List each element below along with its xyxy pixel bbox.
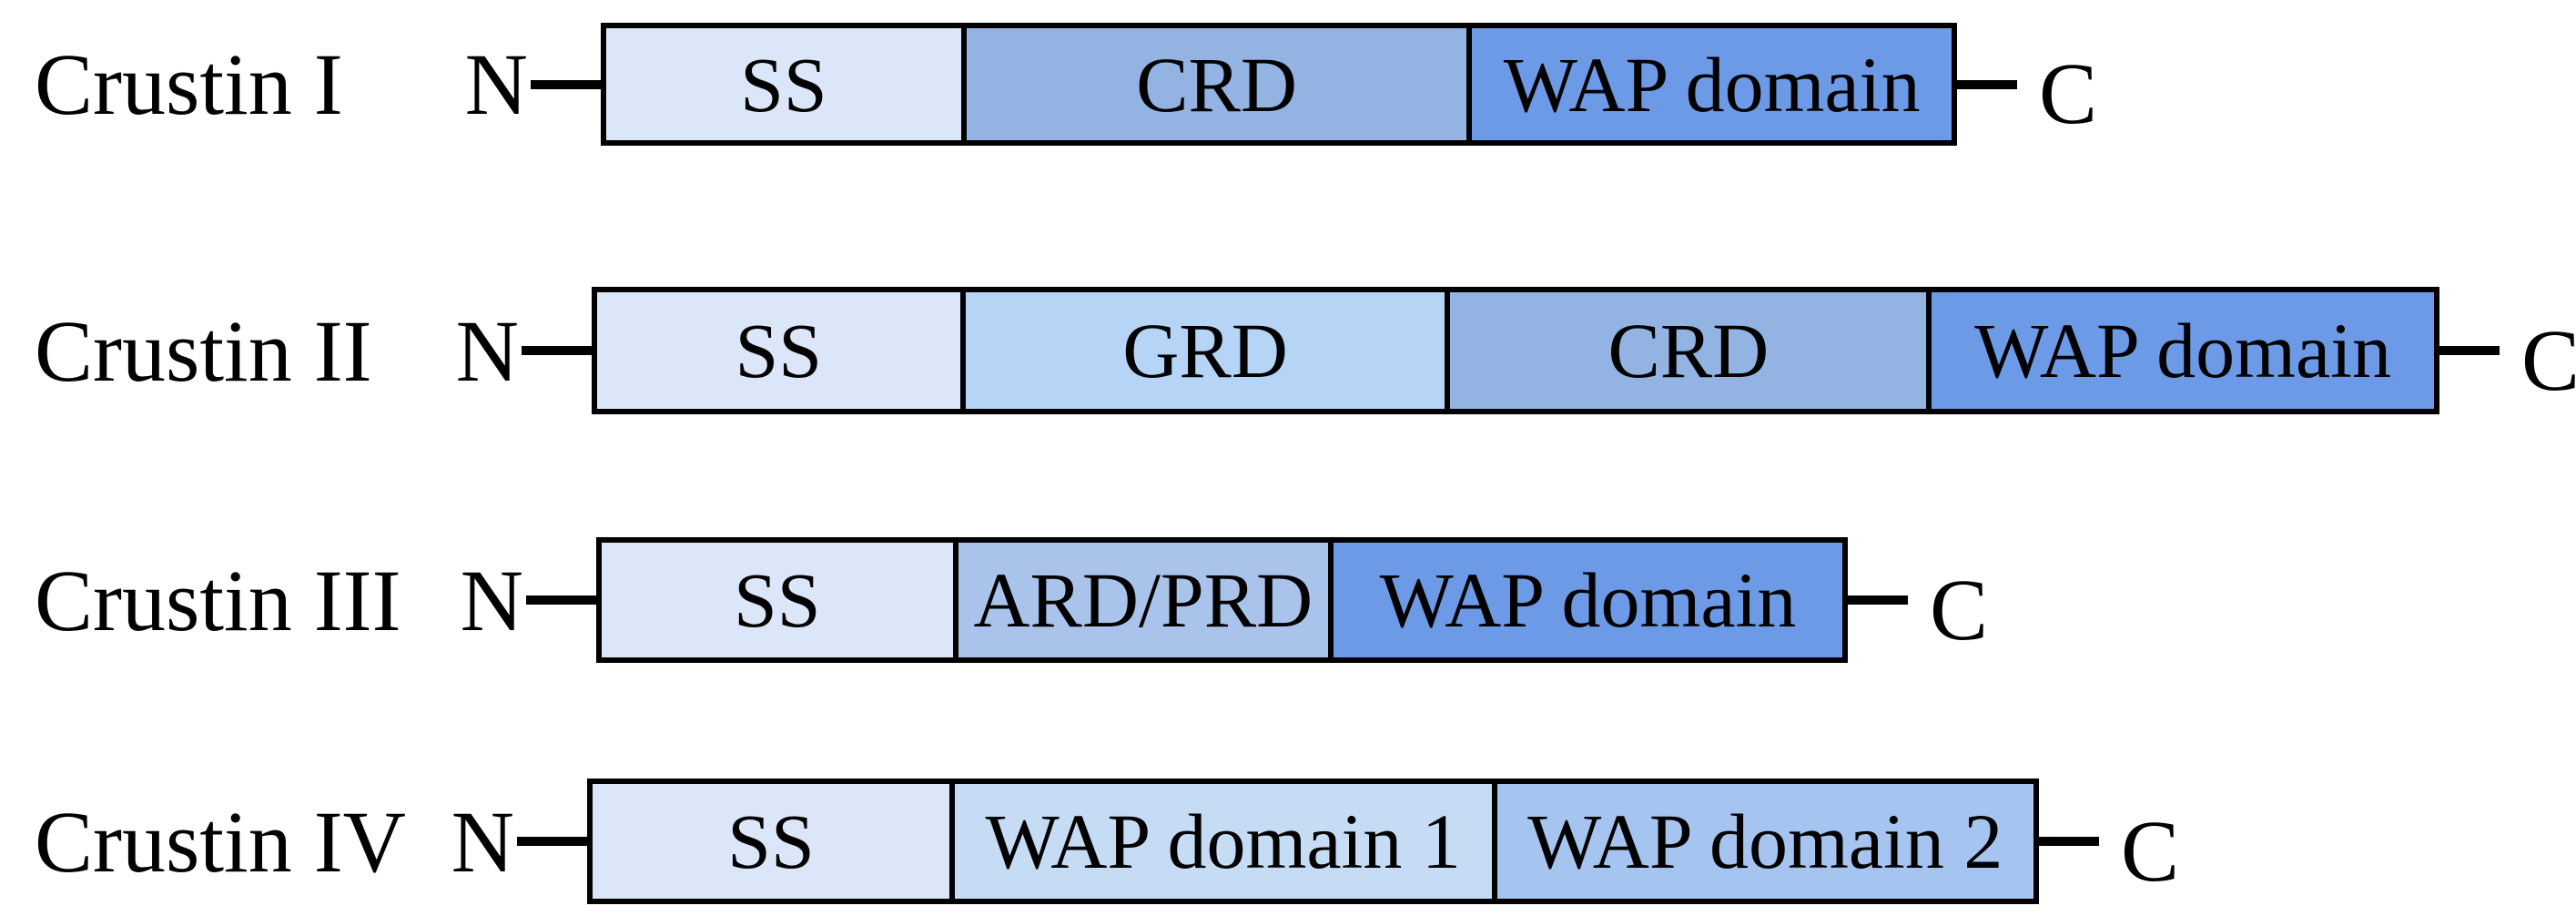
n-terminus-connector <box>517 837 593 846</box>
domain-bar: SS GRD CRD WAP domain <box>592 287 2439 414</box>
c-terminus-label: C <box>2521 310 2576 409</box>
domain-segment: WAP domain <box>1466 28 1952 140</box>
n-terminus-connector <box>526 595 602 605</box>
domain-segment: WAP domain <box>1327 543 1842 657</box>
domain-label: GRD <box>1122 307 1288 394</box>
protein-name-label: Crustin III <box>35 551 401 649</box>
domain-label: SS <box>735 307 823 394</box>
domain-segment: WAP domain <box>1926 292 2434 409</box>
domain-bar: SS CRD WAP domain <box>601 23 1957 146</box>
domain-segment: SS <box>597 292 960 409</box>
domain-label: WAP domain 1 <box>985 798 1461 885</box>
protein-name-label: Crustin I <box>35 36 343 133</box>
n-terminus-connector <box>531 79 606 89</box>
domain-label: CRD <box>1607 307 1770 394</box>
domain-segment: WAP domain 2 <box>1491 784 2033 899</box>
domain-label: SS <box>733 556 821 644</box>
n-terminus-label: N <box>464 36 528 133</box>
domain-segment: SS <box>602 543 953 657</box>
domain-label: SS <box>727 798 815 885</box>
c-terminus-label: C <box>1930 560 1989 658</box>
domain-label: WAP domain <box>1503 40 1921 128</box>
domain-segment: WAP domain 1 <box>949 784 1492 899</box>
crustin-row: Crustin IV N SS WAP domain 1 WAP domain 2 C <box>0 779 2576 904</box>
domain-segment: SS <box>593 784 949 899</box>
crustin-row: Crustin III N SS ARD/PRD WAP domain C <box>0 537 2576 663</box>
c-terminus-label: C <box>2039 45 2098 142</box>
c-terminus-connector <box>1953 79 2017 89</box>
crustin-row: Crustin I N SS CRD WAP domain C <box>0 23 2576 146</box>
domain-label: SS <box>740 40 827 128</box>
domain-bar: SS ARD/PRD WAP domain <box>596 537 1848 663</box>
domain-bar: SS WAP domain 1 WAP domain 2 <box>587 779 2039 904</box>
domain-label: WAP domain <box>1974 307 2392 394</box>
n-terminus-label: N <box>455 301 519 400</box>
domain-segment: ARD/PRD <box>952 543 1328 657</box>
domain-segment: CRD <box>960 28 1467 140</box>
protein-name-label: Crustin IV <box>35 792 406 891</box>
c-terminus-connector <box>1844 595 1908 605</box>
domain-label: WAP domain 2 <box>1527 798 2003 885</box>
c-terminus-connector <box>2035 837 2099 846</box>
domain-segment: GRD <box>959 292 1445 409</box>
n-terminus-label: N <box>451 792 514 891</box>
domain-segment: CRD <box>1445 292 1927 409</box>
domain-segment: SS <box>606 28 961 140</box>
n-terminus-connector <box>522 346 597 355</box>
crustin-row: Crustin II N SS GRD CRD WAP domain C <box>0 287 2576 414</box>
protein-name-label: Crustin II <box>35 301 372 400</box>
c-terminus-label: C <box>2121 801 2180 900</box>
domain-label: ARD/PRD <box>973 556 1313 644</box>
domain-label: WAP domain <box>1379 556 1797 644</box>
domain-label: CRD <box>1136 40 1297 128</box>
c-terminus-connector <box>2436 346 2500 355</box>
n-terminus-label: N <box>460 551 523 649</box>
